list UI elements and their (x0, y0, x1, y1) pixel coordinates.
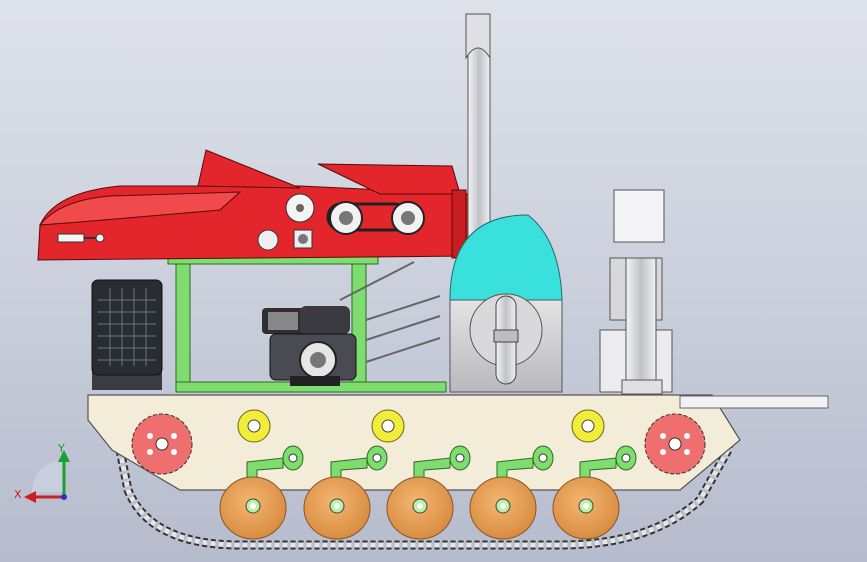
support-frame (167, 255, 447, 393)
gasoline-engine (262, 306, 357, 386)
engine-radiator (91, 279, 163, 390)
return-idlers (237, 409, 605, 443)
x-axis-label: X (14, 488, 22, 501)
discharge-chute (465, 13, 491, 265)
road-wheel (552, 476, 620, 540)
road-wheels (219, 476, 620, 540)
return-idler (571, 409, 605, 443)
fan-housing (449, 214, 563, 393)
road-wheel (303, 476, 371, 540)
road-wheel (386, 476, 454, 540)
electric-motor (599, 189, 673, 395)
deck-extension (679, 395, 829, 409)
return-idler (237, 409, 271, 443)
drive-sprocket-rear (131, 413, 193, 475)
road-wheel (469, 476, 537, 540)
coordinate-triad: Y X (14, 442, 70, 503)
drive-sprocket-front (644, 413, 706, 475)
y-axis-label: Y (57, 442, 65, 455)
return-idler (371, 409, 405, 443)
frame-struts (339, 261, 441, 363)
road-wheel (219, 476, 287, 540)
belt-pulleys (57, 193, 425, 251)
